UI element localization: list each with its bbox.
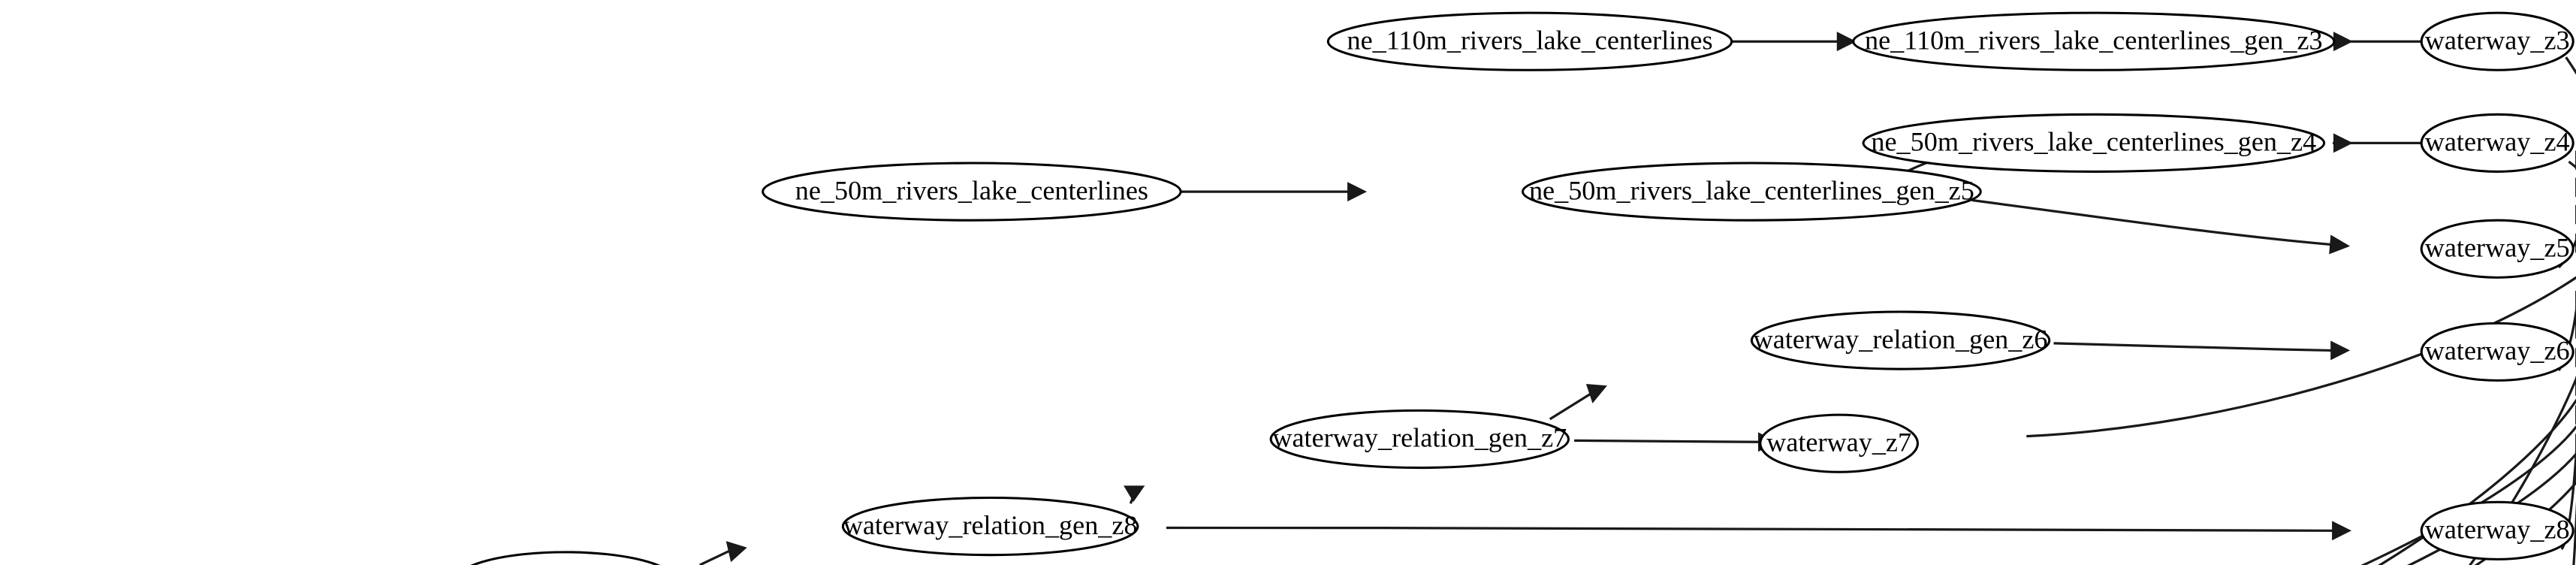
- edge-waterway-z7-to-layer-z7: [2026, 276, 2576, 438]
- edge-waterway-z4-to-layer-z4: [2568, 160, 2576, 198]
- node-ne-50m-rivers-lake-centerlines[interactable]: ne_50m_rivers_lake_centerlines: [762, 162, 1182, 222]
- node-waterway-relation-gen-z7[interactable]: waterway_relation_gen_z7: [1269, 409, 1570, 470]
- edge-waterway-z12-to-layer-z12: [2360, 405, 2576, 565]
- edge-waterway-relation-gen-z7-to-waterway-z7: [1574, 432, 1778, 452]
- node-label: waterway_z4: [2425, 127, 2570, 157]
- node-ne-50m-rivers-lake-centerlines-gen-z4[interactable]: ne_50m_rivers_lake_centerlines_gen_z4: [1862, 113, 2326, 173]
- edge-ne-110m-centerlines-to-gen-z3: [1728, 32, 1857, 52]
- node-label: waterway_relation_gen_z7: [1272, 423, 1567, 453]
- edge-waterway-relation-gen-z8-to-waterway-z8: [1166, 521, 2352, 541]
- edge-waterway-relation-gen-z7-to-waterway-relation-gen-z6: [1549, 384, 1607, 421]
- node-waterway-relation-gen-z8[interactable]: waterway_relation_gen_z8: [841, 496, 1139, 557]
- node-label: waterway_z6: [2425, 336, 2570, 366]
- node-waterway-relation[interactable]: waterway_relation: [455, 551, 675, 565]
- edge-waterway-z10-to-layer-z10: [2468, 347, 2576, 565]
- node-waterway-relation-gen-z6[interactable]: waterway_relation_gen_z6: [1750, 310, 2051, 370]
- node-waterway-z4[interactable]: waterway_z4: [2420, 113, 2574, 173]
- nodes-layer: imposm3 osm_waterway_relation osm_waterw…: [455, 11, 2574, 565]
- node-label: ne_50m_rivers_lake_centerlines_gen_z4: [1871, 127, 2316, 157]
- node-waterway-z7[interactable]: waterway_z7: [1759, 413, 1919, 473]
- node-waterway-z6[interactable]: waterway_z6: [2420, 322, 2574, 382]
- node-waterway-z5[interactable]: waterway_z5: [2420, 219, 2574, 279]
- node-label: waterway_z5: [2425, 232, 2570, 262]
- node-label: ne_110m_rivers_lake_centerlines_gen_z3: [1865, 25, 2323, 55]
- edges-layer: [699, 32, 2576, 565]
- node-waterway-z8[interactable]: waterway_z8: [2420, 500, 2574, 560]
- node-label: waterway_relation_gen_z8: [843, 510, 1138, 540]
- node-label: waterway_relation_gen_z6: [1754, 324, 2048, 354]
- node-ne-50m-rivers-lake-centerlines-gen-z5[interactable]: ne_50m_rivers_lake_centerlines_gen_z5: [1521, 162, 1982, 222]
- node-label: waterway_z8: [2425, 515, 2570, 545]
- node-ne-110m-rivers-lake-centerlines[interactable]: ne_110m_rivers_lake_centerlines: [1326, 11, 1733, 71]
- edge-ne-50m-centerlines-to-gen-z5: [1179, 182, 1368, 202]
- edge-waterway-relation-gen-z8-to-waterway-relation-gen-z7: [1124, 485, 1145, 504]
- edge-gen-z5-to-waterway-z5: [1971, 198, 2351, 255]
- edge-waterway-relation-gen-z6-to-waterway-z6: [2053, 340, 2351, 361]
- node-label: waterway_z7: [1766, 427, 1911, 457]
- node-ne-110m-rivers-lake-centerlines-gen-z3[interactable]: ne_110m_rivers_lake_centerlines_gen_z3: [1852, 11, 2336, 71]
- edge-waterway-z11-to-layer-z11: [2377, 376, 2576, 565]
- node-label: ne_50m_rivers_lake_centerlines_gen_z5: [1529, 175, 1974, 205]
- node-label: ne_50m_rivers_lake_centerlines: [795, 175, 1148, 205]
- edge-waterway-relation-to-waterway-relation-gen-z8: [699, 541, 747, 565]
- node-waterway-z3[interactable]: waterway_z3: [2420, 11, 2574, 71]
- node-label: waterway_z3: [2425, 25, 2570, 55]
- node-label: ne_110m_rivers_lake_centerlines: [1347, 25, 1713, 55]
